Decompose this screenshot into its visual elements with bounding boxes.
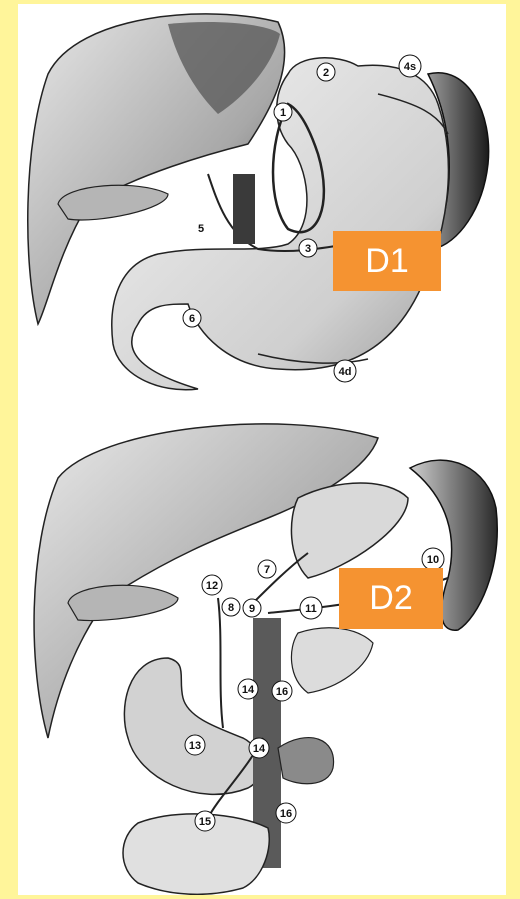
label-4s: 4s <box>399 55 421 77</box>
svg-text:16: 16 <box>276 686 288 698</box>
gallbladder <box>68 585 178 620</box>
pancreas <box>291 628 373 693</box>
label-14-lower: 14 <box>249 738 269 758</box>
tag-d2: D2 <box>339 568 443 629</box>
label-6: 6 <box>183 309 201 327</box>
svg-text:13: 13 <box>189 740 201 752</box>
label-12: 12 <box>202 575 222 595</box>
svg-text:3: 3 <box>305 243 311 255</box>
label-9: 9 <box>243 599 261 617</box>
label-1: 1 <box>274 103 292 121</box>
label-4d: 4d <box>334 360 356 382</box>
svg-text:14: 14 <box>242 684 255 696</box>
label-14-upper: 14 <box>238 679 258 699</box>
svg-text:8: 8 <box>228 602 234 614</box>
label-7: 7 <box>258 560 276 578</box>
svg-text:2: 2 <box>323 67 329 79</box>
pancreas-liver-illustration-d2: 7 8 9 10 11 12 13 14 14 15 16 16 <box>18 408 506 895</box>
svg-text:16: 16 <box>280 808 292 820</box>
label-3: 3 <box>299 239 317 257</box>
svg-text:12: 12 <box>206 580 218 592</box>
diagram-panel-d2: 7 8 9 10 11 12 13 14 14 15 16 16 D2 <box>18 408 506 895</box>
svg-text:14: 14 <box>253 743 266 755</box>
tag-d1: D1 <box>333 231 441 291</box>
label-8: 8 <box>222 598 240 616</box>
svg-text:10: 10 <box>427 554 439 566</box>
label-5: 5 <box>198 223 204 235</box>
svg-text:9: 9 <box>249 603 255 615</box>
svg-text:7: 7 <box>264 564 270 576</box>
svg-text:4d: 4d <box>339 366 352 378</box>
svg-text:4s: 4s <box>404 61 416 73</box>
stomach-liver-illustration-d1: 1 2 3 4s 4d 5 6 <box>18 4 506 408</box>
diagram-panel-d1: 1 2 3 4s 4d 5 6 D1 <box>18 4 506 408</box>
stomach-cut <box>291 483 408 578</box>
svg-text:11: 11 <box>305 603 317 615</box>
label-11: 11 <box>300 597 322 619</box>
aorta <box>233 174 255 244</box>
label-16-upper: 16 <box>272 681 292 701</box>
svg-text:15: 15 <box>199 816 211 828</box>
label-13: 13 <box>185 735 205 755</box>
svg-text:5: 5 <box>198 223 204 235</box>
label-15: 15 <box>195 811 215 831</box>
svg-text:6: 6 <box>189 313 195 325</box>
label-16-lower: 16 <box>276 803 296 823</box>
label-10: 10 <box>422 548 444 570</box>
label-2: 2 <box>317 63 335 81</box>
svg-text:1: 1 <box>280 107 286 119</box>
